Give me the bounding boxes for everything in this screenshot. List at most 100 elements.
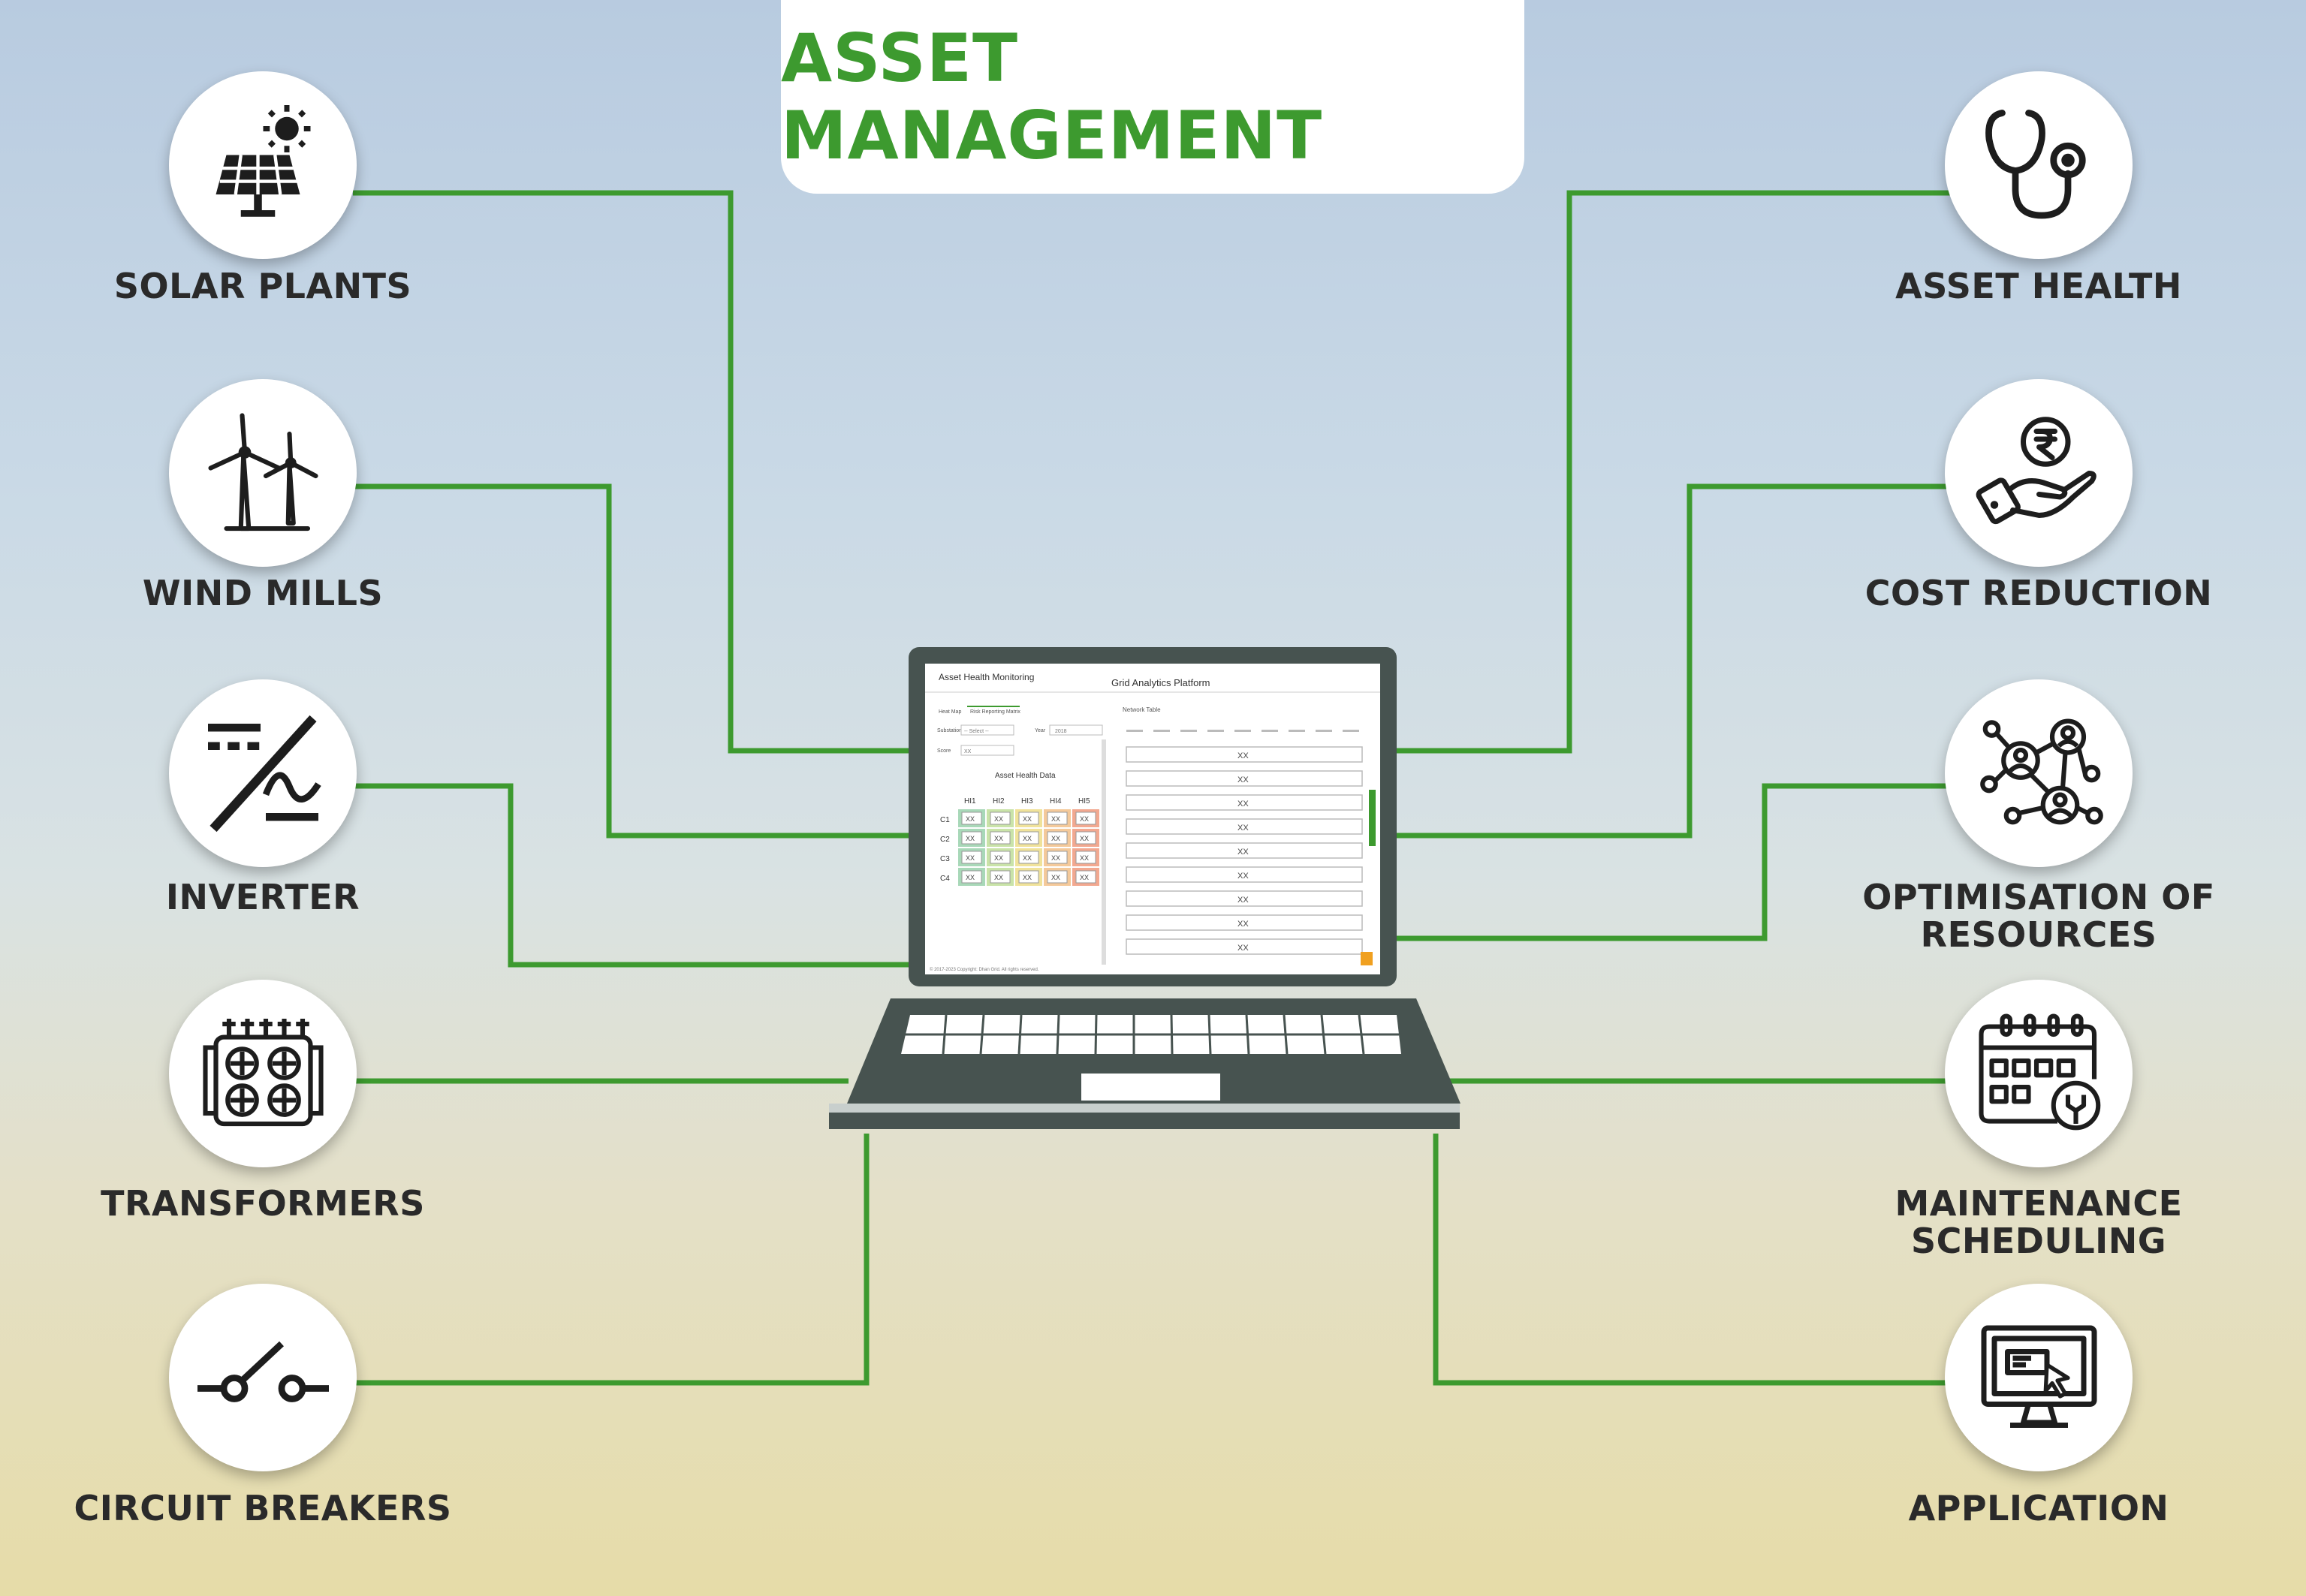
screen-scroll-top-button[interactable]	[1361, 952, 1373, 965]
network-cell-value: XX	[1237, 800, 1249, 809]
screen-select-score[interactable]	[960, 745, 1014, 756]
grid-cell-value: XX	[994, 874, 1003, 881]
screen-copyright: © 2017-2023 Copyright: Dhan Grid. All ri…	[930, 967, 1039, 972]
screen-table-heading: Asset Health Data	[995, 772, 1056, 780]
screen-field-year: Year	[1035, 728, 1046, 733]
optimisation-node	[1945, 679, 2133, 867]
network-cell-value: XX	[1237, 824, 1249, 833]
grid-cell-value: XX	[1023, 874, 1032, 881]
keyboard-keys	[905, 1014, 1399, 1055]
network-header-cell	[1262, 730, 1278, 732]
screen-field-score: Score	[937, 748, 951, 754]
grid-cell-box	[961, 812, 982, 825]
grid-row-header: C3	[940, 855, 950, 863]
network-row	[1126, 818, 1363, 835]
solar-plants-node	[169, 71, 357, 259]
grid-cell-box	[1075, 851, 1096, 864]
grid-row-header: C1	[940, 816, 950, 824]
network-cell-value: XX	[1237, 896, 1249, 905]
inverter-label: INVERTER	[165, 877, 360, 917]
laptop-base-edge	[829, 1113, 1460, 1129]
screen-app-title: Grid Analytics Platform	[1111, 677, 1210, 688]
network-header-cell	[1153, 730, 1170, 732]
connector-optim	[1395, 783, 1952, 941]
resource-network-icon	[1979, 718, 2103, 824]
grid-cell-value: XX	[994, 854, 1003, 862]
asset-health-node	[1945, 71, 2133, 259]
application-node	[1945, 1284, 2133, 1471]
inverter-node	[169, 679, 357, 867]
transformers-node	[169, 980, 357, 1167]
screen-network-title: Network Table	[1123, 706, 1161, 713]
grid-cell-box	[990, 812, 1011, 825]
circuit-breaker-icon	[197, 1341, 329, 1402]
screen-select-substation[interactable]	[960, 724, 1014, 736]
grid-cell-box	[990, 831, 1011, 845]
network-cell-value: XX	[1237, 775, 1249, 784]
connector-lines	[353, 190, 1952, 1386]
inverter-icon	[207, 715, 321, 832]
grid-cell-box	[1018, 870, 1039, 884]
rupee-hand-icon	[1976, 416, 2097, 524]
grid-cell-box	[961, 870, 982, 884]
grid-cell-box	[1047, 831, 1068, 845]
grid-cell-box	[1047, 851, 1068, 864]
screen-year-value: 2018	[1055, 729, 1067, 734]
solar-plants-label: SOLAR PLANTS	[113, 266, 412, 306]
laptop-base-lip	[829, 1104, 1460, 1113]
grid-column-header: HI3	[1021, 797, 1033, 806]
grid-cell-value: XX	[1080, 874, 1089, 881]
grid-cell-box	[961, 851, 982, 864]
grid-cell-value: XX	[1080, 835, 1089, 842]
connector-health	[1395, 190, 1952, 754]
trackpad	[1081, 1074, 1220, 1101]
network-row	[1126, 914, 1363, 931]
grid-cell-value: XX	[1080, 854, 1089, 862]
laptop	[829, 647, 1460, 1129]
wind-turbine-icon	[207, 412, 318, 531]
page-title: ASSET MANAGEMENT	[781, 20, 1323, 174]
cost-reduction-node	[1945, 379, 2133, 567]
grid-cell-value: XX	[966, 874, 975, 881]
screen-side-tab[interactable]	[1369, 790, 1376, 846]
network-header-cell	[1316, 730, 1332, 732]
connector-cost	[1395, 483, 1952, 839]
grid-cell-value: XX	[966, 835, 975, 842]
network-row	[1126, 890, 1363, 907]
screen-field-substation: Substation	[937, 728, 962, 733]
grid-cell-box	[990, 851, 1011, 864]
grid-cell-value: XX	[994, 815, 1003, 823]
monitor-click-icon	[1981, 1325, 2097, 1428]
wind-mills-label: WIND MILLS	[142, 573, 384, 613]
grid-row-header: C4	[940, 875, 950, 883]
screen-tab-heatmap: Heat Map	[939, 709, 961, 715]
grid-cell-value: XX	[1023, 815, 1032, 823]
network-row	[1126, 746, 1363, 763]
screen-select-year[interactable]	[1049, 724, 1103, 736]
wind-mills-node	[169, 379, 357, 567]
grid-cell-box	[1075, 870, 1096, 884]
network-cell-value: XX	[1237, 872, 1249, 881]
grid-cell-value: XX	[1051, 874, 1060, 881]
connector-wind	[353, 483, 910, 839]
network-cell-value: XX	[1237, 848, 1249, 857]
network-row	[1126, 842, 1363, 859]
circuit-breakers-node	[169, 1284, 357, 1471]
network-row	[1126, 794, 1363, 811]
grid-cell-value: XX	[1080, 815, 1089, 823]
grid-column-header: HI1	[964, 797, 976, 806]
connector-inverter	[353, 783, 910, 968]
transformers-label: TRANSFORMERS	[101, 1183, 425, 1224]
grid-cell-value: XX	[966, 815, 975, 823]
title-card: ASSET MANAGEMENT	[781, 0, 1524, 194]
screen-select-value: -- Select --	[964, 729, 989, 734]
screen-left-title: Asset Health Monitoring	[939, 672, 1034, 682]
grid-cell-box	[1075, 812, 1096, 825]
network-header-cell	[1343, 730, 1359, 732]
network-row	[1126, 770, 1363, 787]
maintenance-node	[1945, 980, 2133, 1167]
grid-column-header: HI2	[993, 797, 1005, 806]
